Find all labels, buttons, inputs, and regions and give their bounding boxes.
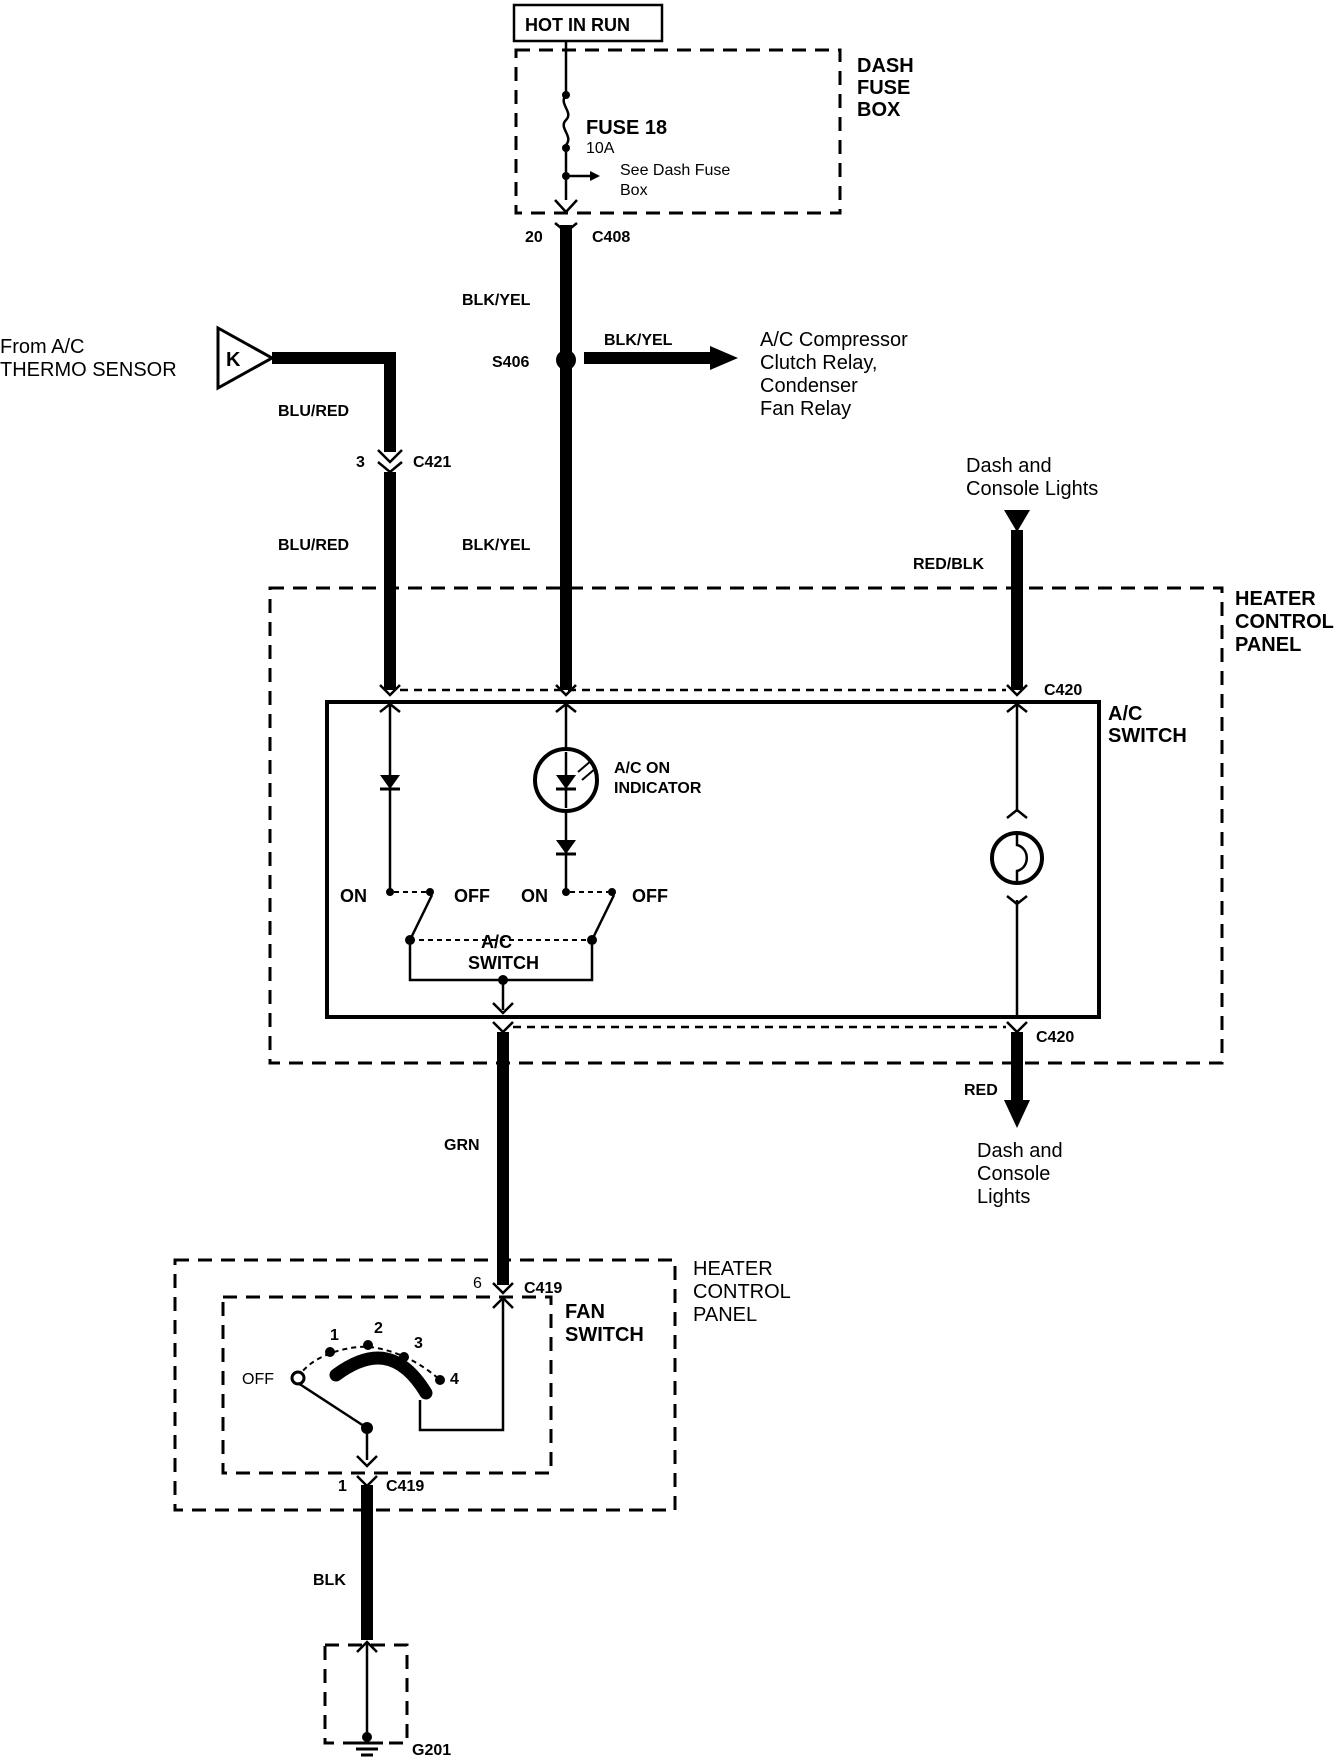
svg-text:Console Lights: Console Lights: [966, 478, 1098, 500]
svg-text:Console: Console: [977, 1163, 1050, 1185]
panel-lamp: [990, 808, 1044, 906]
svg-text:1: 1: [330, 1327, 339, 1344]
svg-text:2: 2: [374, 1320, 383, 1337]
svg-text:1: 1: [338, 1478, 347, 1495]
wire-blk-yel-branch: BLK/YEL: [584, 332, 738, 370]
fuse-rating: 10A: [586, 140, 615, 157]
svg-text:OFF: OFF: [632, 886, 668, 906]
see-dash-fuse-box-2: Box: [620, 182, 648, 199]
svg-text:Condenser: Condenser: [760, 375, 858, 397]
svg-text:6: 6: [473, 1275, 482, 1292]
svg-text:OFF: OFF: [242, 1371, 274, 1388]
svg-text:Dash and: Dash and: [977, 1140, 1063, 1162]
svg-text:Fan Relay: Fan Relay: [760, 398, 851, 420]
fuse-18: FUSE 18 10A See Dash Fuse Box: [562, 41, 730, 200]
svg-text:PANEL: PANEL: [693, 1304, 757, 1326]
label-blu-red-1: BLU/RED: [278, 403, 349, 420]
connector-c419-bottom: 1 C419: [338, 1475, 424, 1495]
svg-text:Lights: Lights: [977, 1186, 1030, 1208]
connector-c419-top: 6 C419: [473, 1275, 562, 1297]
svg-text:FAN: FAN: [565, 1301, 605, 1323]
svg-text:HEATER: HEATER: [1235, 588, 1316, 610]
heater-control-panel-bottom-outline: [173, 1258, 677, 1512]
hot-in-run-label: HOT IN RUN: [512, 3, 664, 43]
svg-text:20: 20: [525, 229, 543, 246]
svg-text:C419: C419: [386, 1478, 424, 1495]
svg-text:Clutch Relay,: Clutch Relay,: [760, 352, 877, 374]
wire-blu-red: [272, 352, 396, 690]
svg-text:BLK/YEL: BLK/YEL: [604, 332, 673, 349]
svg-text:SWITCH: SWITCH: [468, 953, 539, 973]
heater-control-panel-bottom-title: HEATER CONTROL PANEL: [693, 1258, 791, 1326]
svg-text:A/C ON: A/C ON: [614, 760, 670, 777]
label-red-blk: RED/BLK: [913, 556, 985, 573]
label-blu-red-2: BLU/RED: [278, 537, 349, 554]
dash-console-lights-in: Dash and Console Lights: [966, 455, 1098, 532]
thermo-sensor-connector: K: [216, 325, 276, 391]
svg-text:ON: ON: [521, 886, 548, 906]
ground-g201: G201: [323, 1640, 451, 1758]
connector-c408: 20 C408: [525, 199, 630, 246]
svg-text:DASH: DASH: [857, 55, 914, 77]
dash-console-lights-out: Dash and Console Lights: [977, 1140, 1063, 1208]
svg-text:HOT IN RUN: HOT IN RUN: [525, 15, 630, 35]
svg-text:4: 4: [450, 1371, 459, 1388]
svg-text:FUSE: FUSE: [857, 77, 910, 99]
compressor-destination: A/C Compressor Clutch Relay, Condenser F…: [760, 329, 908, 420]
svg-text:SWITCH: SWITCH: [565, 1324, 644, 1346]
connector-c421: 3 C421: [356, 449, 451, 474]
ac-switch-box: [325, 700, 1101, 1019]
svg-text:3: 3: [414, 1335, 423, 1352]
connector-c420-top: C420: [379, 682, 1082, 699]
svg-text:RED: RED: [964, 1082, 998, 1099]
svg-text:G201: G201: [412, 1742, 451, 1758]
svg-text:C420: C420: [1036, 1029, 1074, 1046]
svg-text:OFF: OFF: [454, 886, 490, 906]
label-blk: BLK: [313, 1572, 346, 1589]
svg-text:HEATER: HEATER: [693, 1258, 773, 1280]
ac-switch-title: A/C SWITCH: [1108, 703, 1187, 747]
label-grn: GRN: [444, 1137, 480, 1154]
svg-text:C421: C421: [413, 454, 451, 471]
svg-text:CONTROL: CONTROL: [693, 1281, 791, 1303]
dash-fuse-box-title: DASH FUSE BOX: [857, 55, 914, 121]
splice-s406: [556, 350, 576, 370]
fan-switch-box: [221, 1295, 553, 1475]
svg-text:From A/C: From A/C: [0, 336, 84, 358]
svg-text:Dash and: Dash and: [966, 455, 1052, 477]
svg-text:C420: C420: [1044, 682, 1082, 699]
ac-on-indicator-led: [533, 747, 599, 813]
svg-text:3: 3: [356, 454, 365, 471]
label-blk-yel-2: BLK/YEL: [462, 537, 531, 554]
svg-text:C419: C419: [524, 1280, 562, 1297]
dash-fuse-box-outline: [514, 48, 842, 215]
svg-text:INDICATOR: INDICATOR: [614, 780, 702, 797]
label-s406: S406: [492, 354, 529, 371]
svg-text:A/C Compressor: A/C Compressor: [760, 329, 908, 351]
heater-control-panel-top-title: HEATER CONTROL PANEL: [1235, 588, 1334, 656]
ac-switch-contacts: ON OFF ON OFF A/C SWITCH: [340, 886, 668, 1015]
svg-text:BOX: BOX: [857, 99, 901, 121]
svg-text:SWITCH: SWITCH: [1108, 725, 1187, 747]
see-dash-fuse-box-1: See Dash Fuse: [620, 162, 730, 179]
svg-text:A/C: A/C: [1108, 703, 1142, 725]
ac-switch-internal-wiring: [379, 702, 1028, 1017]
svg-text:CONTROL: CONTROL: [1235, 611, 1334, 633]
fuse-name: FUSE 18: [586, 117, 667, 139]
svg-text:A/C: A/C: [481, 932, 512, 952]
wire-red: RED: [964, 1032, 1030, 1128]
svg-text:K: K: [226, 349, 241, 371]
svg-text:ON: ON: [340, 886, 367, 906]
fan-switch-title: FAN SWITCH: [565, 1301, 644, 1346]
ac-on-indicator-label: A/C ON INDICATOR: [614, 760, 702, 797]
connector-c420-bottom: C420: [492, 1021, 1074, 1046]
heater-control-panel-top-outline: [268, 586, 1224, 1065]
fan-switch-contacts: OFF 1 2 3 4: [242, 1296, 514, 1468]
svg-text:C408: C408: [592, 229, 630, 246]
label-blk-yel-1: BLK/YEL: [462, 292, 531, 309]
svg-text:THERMO SENSOR: THERMO SENSOR: [0, 359, 177, 381]
svg-text:PANEL: PANEL: [1235, 634, 1301, 656]
from-thermo-label: From A/C THERMO SENSOR: [0, 336, 177, 381]
